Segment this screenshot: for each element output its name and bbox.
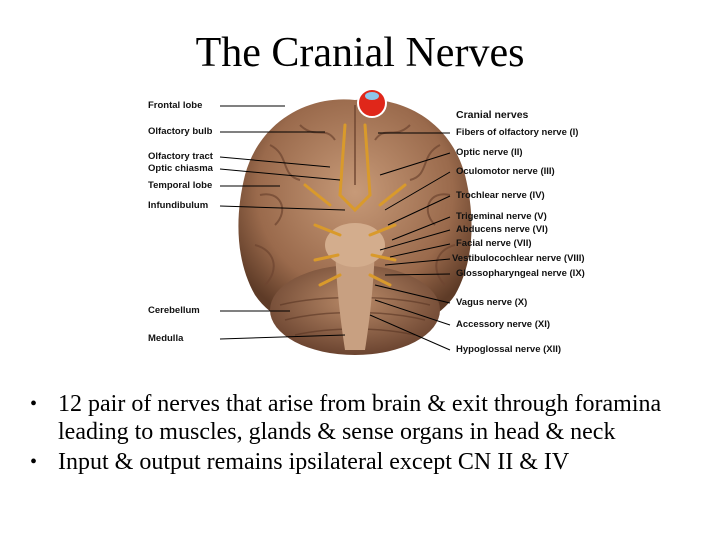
label-cerebellum: Cerebellum	[148, 305, 200, 316]
label-olfactory-bulb: Olfactory bulb	[148, 126, 212, 137]
label-vestibulocochlear-nerve: Vestibulocochlear nerve (VIII)	[452, 253, 585, 264]
label-facial-nerve: Facial nerve (VII)	[456, 238, 532, 249]
bullet-list: • 12 pair of nerves that arise from brai…	[28, 390, 708, 478]
label-trochlear-nerve: Trochlear nerve (IV)	[456, 190, 545, 201]
label-hypoglossal-nerve: Hypoglossal nerve (XII)	[456, 344, 561, 355]
bullet-text: Input & output remains ipsilateral excep…	[58, 449, 569, 475]
label-frontal-lobe: Frontal lobe	[148, 100, 202, 111]
label-glossopharyngeal-nerve: Glossopharyngeal nerve (IX)	[456, 268, 585, 279]
label-abducens-nerve: Abducens nerve (VI)	[456, 224, 548, 235]
label-optic-nerve: Optic nerve (II)	[456, 147, 523, 158]
label-medulla: Medulla	[148, 333, 183, 344]
label-infundibulum: Infundibulum	[148, 200, 208, 211]
label-oculomotor-nerve: Oculomotor nerve (III)	[456, 166, 555, 177]
label-vagus-nerve: Vagus nerve (X)	[456, 297, 527, 308]
label-olfactory-nerve: Fibers of olfactory nerve (I)	[456, 127, 578, 138]
slide-title: The Cranial Nerves	[0, 28, 720, 78]
label-accessory-nerve: Accessory nerve (XI)	[456, 319, 550, 330]
label-cranial-nerves-heading: Cranial nerves	[456, 110, 528, 121]
label-olfactory-tract: Olfactory tract	[148, 151, 213, 162]
bullet-marker: •	[30, 390, 37, 418]
label-optic-chiasma: Optic chiasma	[148, 163, 213, 174]
bullet-item: • Input & output remains ipsilateral exc…	[28, 448, 708, 476]
label-temporal-lobe: Temporal lobe	[148, 180, 212, 191]
bullet-marker: •	[30, 448, 37, 476]
bullet-item: • 12 pair of nerves that arise from brai…	[28, 390, 708, 446]
cranial-nerves-diagram: Frontal lobe Olfactory bulb Olfactory tr…	[140, 85, 580, 365]
label-trigeminal-nerve: Trigeminal nerve (V)	[456, 211, 547, 222]
bullet-text: 12 pair of nerves that arise from brain …	[58, 391, 661, 445]
